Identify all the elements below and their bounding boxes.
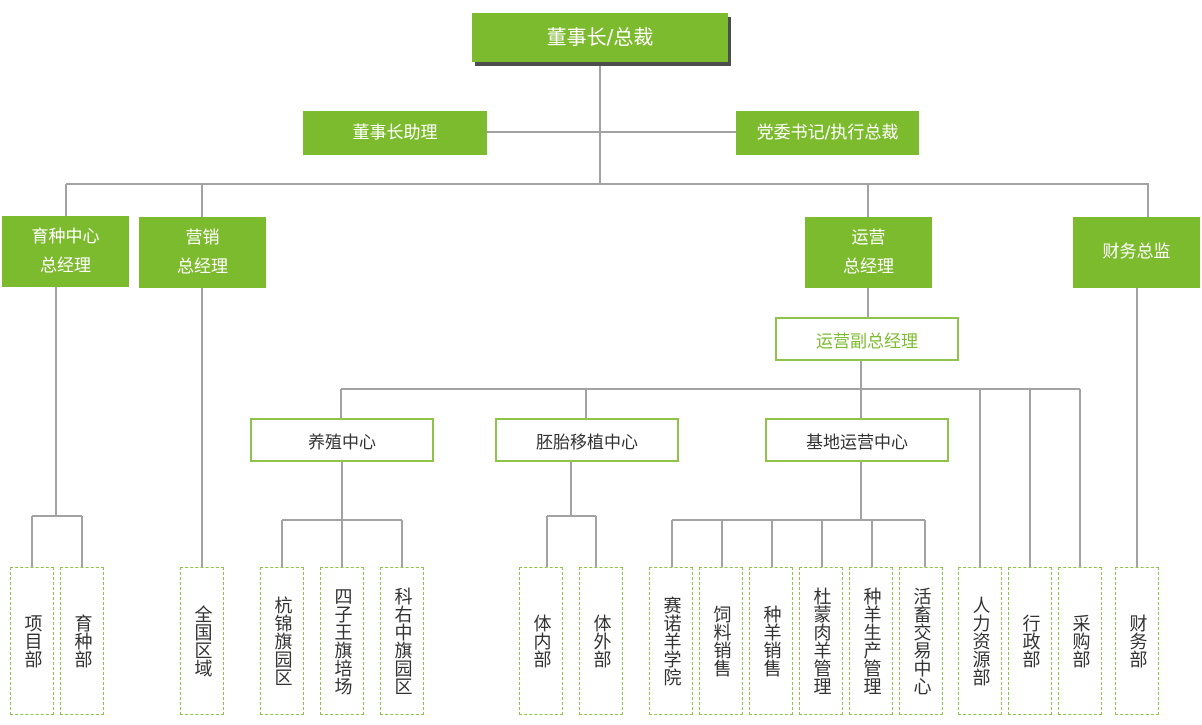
connector-line [979, 389, 981, 567]
marketing-gm-box: 营销 总经理 [139, 217, 266, 288]
dept-breeding-sheep-sales: 种羊销售 [749, 567, 793, 715]
connector-line [1079, 389, 1081, 567]
dept-hangjin-park: 杭锦旗园区 [260, 567, 304, 715]
connector-line [595, 516, 597, 567]
connector-line [1029, 389, 1031, 567]
dept-siziwang-farm: 四子王旗培场 [320, 567, 364, 715]
dept-feed-sales: 饲料销售 [699, 567, 743, 715]
breeding-center-gm-box: 育种中心 总经理 [2, 216, 129, 287]
operations-gm-box: 运营 总经理 [805, 217, 932, 288]
connector-line [55, 287, 57, 516]
dept-in-vivo: 体内部 [519, 567, 563, 715]
connector-line [401, 520, 403, 567]
dept-breeding: 育种部 [60, 567, 104, 715]
base-operations-center-box: 基地运营中心 [765, 418, 949, 462]
operations-deputy-gm-box: 运营副总经理 [775, 317, 959, 361]
chairman-ceo-box: 董事长/总裁 [472, 13, 728, 62]
connector-line [201, 184, 203, 217]
dept-national-region: 全国区域 [180, 567, 224, 715]
connector-line [1136, 288, 1138, 567]
dept-sainuo-academy: 赛诺羊学院 [649, 567, 693, 715]
dept-purchasing: 采购部 [1058, 567, 1102, 715]
connector-line [867, 288, 869, 317]
chairman-assistant-box: 董事长助理 [303, 111, 487, 155]
connector-line [81, 516, 83, 567]
dept-dumeng-mutton-management: 杜蒙肉羊管理 [799, 567, 843, 715]
dept-breeding-production-management: 种羊生产管理 [849, 567, 893, 715]
connector-line [585, 389, 587, 418]
connector-line [721, 520, 723, 567]
connector-line [599, 62, 601, 185]
connector-line [340, 389, 342, 418]
party-secretary-executive-president-box: 党委书记/执行总裁 [736, 111, 919, 155]
embryo-transfer-center-box: 胚胎移植中心 [495, 418, 679, 462]
connector-line [546, 516, 548, 567]
connector-line [31, 516, 33, 567]
connector-line [871, 520, 873, 567]
connector-line [66, 183, 1149, 185]
farming-center-box: 养殖中心 [250, 418, 434, 462]
dept-in-vitro: 体外部 [579, 567, 623, 715]
dept-finance: 财务部 [1115, 567, 1159, 715]
connector-line [341, 388, 1080, 390]
connector-line [672, 519, 925, 521]
connector-line [281, 520, 283, 567]
dept-human-resources: 人力资源部 [958, 567, 1002, 715]
connector-line [341, 520, 343, 567]
dept-project: 项目部 [10, 567, 54, 715]
dept-keyouzhong-park: 科右中旗园区 [380, 567, 424, 715]
dept-administration: 行政部 [1008, 567, 1052, 715]
connector-line [821, 520, 823, 567]
connector-line [671, 520, 673, 567]
connector-line [867, 184, 869, 217]
connector-line [201, 288, 203, 567]
connector-line [860, 389, 862, 418]
finance-director-box: 财务总监 [1073, 217, 1200, 288]
connector-line [771, 520, 773, 567]
connector-line [32, 515, 82, 517]
connector-line [65, 184, 67, 216]
connector-line [1147, 184, 1149, 217]
connector-line [924, 520, 926, 567]
connector-line [860, 361, 862, 390]
connector-line [341, 462, 343, 520]
connector-line [487, 131, 736, 133]
connector-line [860, 462, 862, 520]
dept-livestock-trading-center: 活畜交易中心 [899, 567, 943, 715]
connector-line [547, 515, 596, 517]
connector-line [570, 462, 572, 516]
